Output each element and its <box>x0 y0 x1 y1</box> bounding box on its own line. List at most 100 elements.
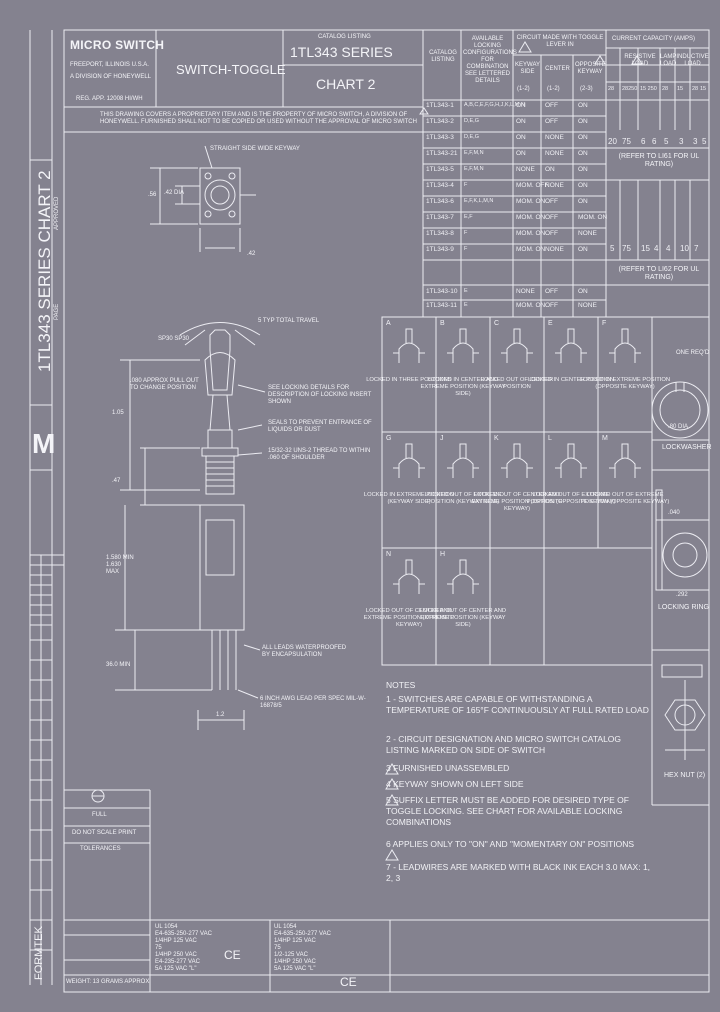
lock-description: LOCKED IN CENTER AND EXTREME POSITION (K… <box>420 377 506 397</box>
company-division: A DIVISION OF HONEYWELL <box>70 74 152 80</box>
voltage-header: 15 250 <box>640 86 657 92</box>
row-center: NONE <box>545 246 564 253</box>
side-mark: M <box>32 428 56 459</box>
row-keyway: NONE <box>516 288 535 295</box>
current-value: 10 <box>680 244 689 253</box>
row-keyway: MOM. ON <box>516 246 546 253</box>
row-locking: E,F <box>464 214 473 220</box>
row-keyway: ON <box>516 118 526 125</box>
lock-letter: E <box>548 320 553 327</box>
row-locking: F <box>464 182 468 188</box>
lock-sketch <box>555 328 587 363</box>
pull-note: .080 APPROX PULL OUT TO CHANGE POSITION <box>130 378 199 391</box>
header-resistive: RESISTIVE LOAD <box>624 54 656 67</box>
side-series-title: 1TL343 SERIES CHART 2 <box>35 170 54 372</box>
dim-leads: 36.0 MIN <box>106 662 131 668</box>
row-locking: A,B,C,E,F,G,H,J,K,L,M,N <box>464 102 525 108</box>
voltage-header: 15 <box>677 86 684 92</box>
row-listing: 1TL343-7 <box>426 214 454 221</box>
current-value: 3 <box>693 137 698 146</box>
header-keyway-sub: (1-2) <box>517 86 530 92</box>
dim-47: .47 <box>112 478 121 484</box>
hex-nut-label: HEX NUT (2) <box>664 772 706 779</box>
row-locking: E,F,M,N <box>464 166 484 172</box>
note-item: 3 FURNISHED UNASSEMBLED <box>386 763 510 773</box>
note-item: 5 SUFFIX LETTER MUST BE ADDED FOR DESIRE… <box>386 795 629 827</box>
row-listing: 1TL343-21 <box>426 150 458 157</box>
lock-sketch <box>501 328 533 363</box>
current-value: 4 <box>654 244 659 253</box>
row-keyway: MOM. ON <box>516 214 546 221</box>
notes-header: NOTES <box>386 680 416 690</box>
row-listing: 1TL343-1 <box>426 102 454 109</box>
ring-dim-292: .292 <box>676 592 688 598</box>
keyway-note: STRAIGHT SIDE WIDE KEYWAY <box>210 146 300 152</box>
lock-letter: G <box>386 435 392 442</box>
row-center: OFF <box>545 214 558 221</box>
company-name: MICRO SWITCH <box>70 38 165 52</box>
ring-dim-040: .040 <box>668 510 680 516</box>
lock-letter: J <box>440 435 444 442</box>
dim-42dia: .42 DIA <box>164 190 185 196</box>
row-center: OFF <box>545 230 558 237</box>
lock-description: LOCKED OUT OF EXTREME POSITION (OPPOSITE… <box>526 492 616 505</box>
row-opposite: MOM. ON <box>578 214 608 221</box>
lock-letter: N <box>386 551 392 558</box>
ce-mark-left: CE <box>224 948 241 962</box>
lock-sketch <box>393 328 425 363</box>
row-locking: F <box>464 246 468 252</box>
current-value: 75 <box>622 244 631 253</box>
side-page: PAGE <box>54 303 60 320</box>
row-keyway: NONE <box>516 166 535 173</box>
lead-note: ALL LEADS WATERPROOFED BY ENCAPSULATION <box>262 645 347 658</box>
row-opposite: NONE <box>578 302 597 309</box>
one-req-label: ONE REQ'D <box>676 350 710 356</box>
header-lamp: LAMP LOAD <box>660 54 677 67</box>
header-keyway: KEYWAY SIDE <box>515 62 541 75</box>
do-not-scale: DO NOT SCALE PRINT <box>72 830 137 836</box>
voltage-header: 28 <box>692 86 699 92</box>
row-opposite: ON <box>578 166 588 173</box>
row-center: NONE <box>545 134 564 141</box>
row-locking: E <box>464 302 468 308</box>
note-item: 7 - LEADWIRES ARE MARKED WITH BLACK INK … <box>386 862 651 883</box>
row-opposite: ON <box>578 150 588 157</box>
series-title: 1TL343 SERIES <box>290 44 393 60</box>
row-keyway: MOM. ON <box>516 302 546 309</box>
voltage-header: 28250 <box>622 86 638 92</box>
row-listing: 1TL343-3 <box>426 134 454 141</box>
lock-letter: L <box>548 435 552 442</box>
current-value: 20 <box>608 137 617 146</box>
lock-sketch <box>447 559 479 594</box>
lock-description: LOCKED OUT OF EXTREME POSITION (KEYWAY S… <box>424 492 502 505</box>
current-value: 7 <box>694 244 699 253</box>
row-opposite: ON <box>578 198 588 205</box>
ce-mark-right: CE <box>340 975 357 989</box>
row-center: NONE <box>545 182 564 189</box>
locking-note: SEE LOCKING DETAILS FOR DESCRIPTION OF L… <box>268 385 372 405</box>
row-listing: 1TL343-8 <box>426 230 454 237</box>
row-center: OFF <box>545 102 558 109</box>
lock-description: LOCKED OUT OF CENTER AND EXTREME POSITIO… <box>471 492 563 512</box>
header-locking: AVAILABLE LOCKING CONFIGURATIONS FOR COM… <box>463 36 517 84</box>
lock-sketch <box>609 443 641 478</box>
header-inductive: INDUCTIVE LOAD <box>676 54 709 67</box>
lock-sketch <box>447 443 479 478</box>
row-center: ON <box>545 166 555 173</box>
lock-description: LOCKED OUT OF CENTER AND EXTREME POSITIO… <box>363 608 455 628</box>
header-opposite: OPPOSITE KEYWAY <box>575 62 606 75</box>
row-center: OFF <box>545 118 558 125</box>
row-keyway: MOM. ON <box>516 198 546 205</box>
note-item: 1 - SWITCHES ARE CAPABLE OF WITHSTANDING… <box>386 694 649 715</box>
lock-description: LOCKED IN EXTREME POSITION (KEYWAY SIDE) <box>363 492 455 505</box>
current-value: 6 <box>641 137 646 146</box>
row-locking: E,F,M,N <box>464 150 484 156</box>
row-listing: 1TL343-4 <box>426 182 454 189</box>
row-opposite: ON <box>578 134 588 141</box>
header-catalog: CATALOG LISTING <box>429 50 457 63</box>
header-circuit: CIRCUIT MADE WITH TOGGLE LEVER IN <box>516 35 604 48</box>
lock-letter: M <box>602 435 608 442</box>
seal-note: SEALS TO PREVENT ENTRANCE OF LIQUIDS OR … <box>268 420 372 433</box>
